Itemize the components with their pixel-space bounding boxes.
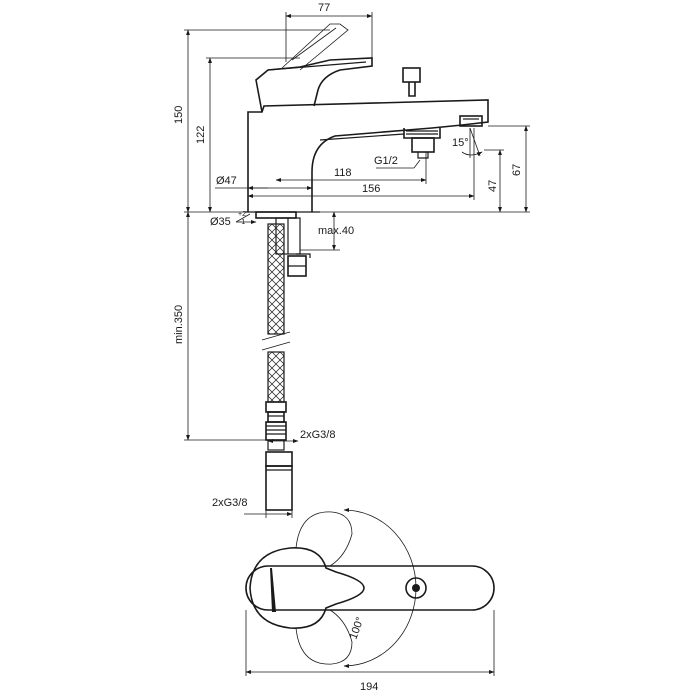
dimension-194: 194 [245,610,495,693]
dim-100-label: 100° [348,616,367,641]
loose-fitting [265,451,293,511]
tap-side-view [245,23,489,213]
dim-47-label: Ø47 [216,175,237,187]
dim-g38-bottom-label: 2xG3/8 [212,497,247,509]
dim-g12-label: G1/2 [374,155,398,167]
dim-g38-top-label: 2xG3/8 [300,429,335,441]
dimension-35-diameter: Ø35 +2 -1 [210,211,257,228]
dimension-150: 150 [173,29,330,213]
braided-hose [261,223,291,451]
dimension-156: 156 [247,128,475,200]
dimension-15-angle: 15° [452,127,483,158]
dimension-67: 67 [488,125,530,213]
dim-35-tol-minus: -1 [239,219,245,226]
dim-122-label: 122 [195,126,207,144]
dim-150-label: 150 [173,106,185,124]
dim-77-label: 77 [318,2,330,14]
dimension-2xg38-bottom: 2xG3/8 [212,497,293,518]
dimension-max40: max.40 [300,211,354,251]
dimension-g12: G1/2 [374,155,421,169]
dimension-122: 122 [195,57,300,213]
dimension-77: 77 [285,2,373,62]
dim-max40-label: max.40 [318,225,354,237]
dim-15-label: 15° [452,137,469,149]
dimension-min350: min.350 [173,211,266,441]
fixing-shank [255,211,311,277]
dim-47h-label: 47 [487,180,499,192]
dimension-47-diameter: Ø47 [215,175,313,190]
dimension-47-height: 47 [484,149,504,213]
dim-194-label: 194 [360,681,378,693]
dim-156-label: 156 [362,183,380,195]
dim-118-label: 118 [334,167,352,179]
dim-min350-label: min.350 [173,305,185,344]
dimension-2xg38-top: 2xG3/8 [267,429,335,443]
dim-35-tol-plus: +2 [238,211,246,218]
dim-67-label: 67 [511,164,523,176]
tap-top-view: 100° [245,508,495,668]
dimension-118: 118 [275,152,427,184]
dim-35-label: Ø35 [210,216,231,228]
